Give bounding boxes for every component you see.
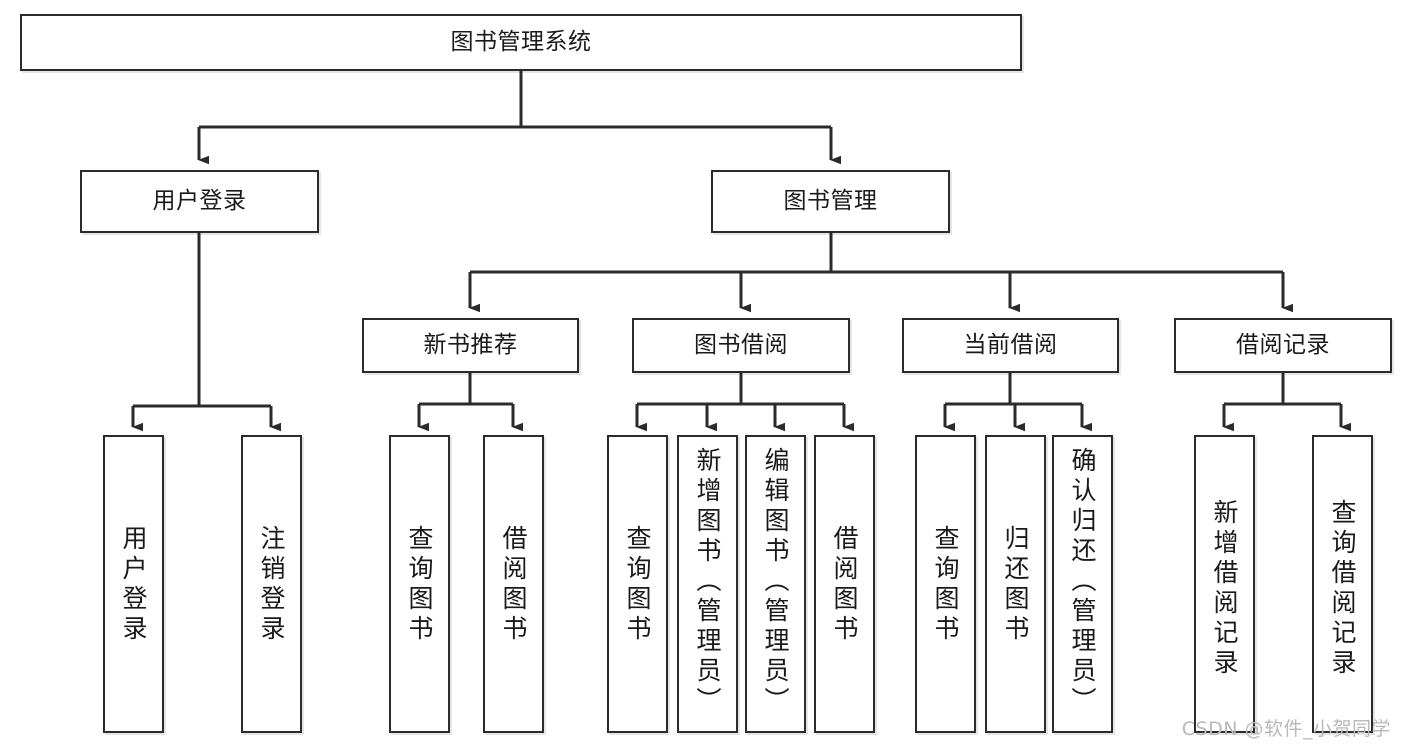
- leaf-add-record-label: 新增借阅记录: [1210, 499, 1239, 679]
- watermark-text: CSDN @软件_小贺同学: [1181, 718, 1391, 740]
- leaf-query-book-1[interactable]: 查询图书: [389, 435, 450, 733]
- leaf-return-book-label: 归还图书: [1001, 525, 1030, 645]
- node-user-login-label: 用户登录: [152, 187, 247, 214]
- leaf-add-record[interactable]: 新增借阅记录: [1194, 435, 1255, 733]
- leaf-borrow-book-1-label: 借阅图书: [499, 525, 528, 645]
- leaf-user-login[interactable]: 用户登录: [103, 435, 164, 733]
- leaf-query-book-3-label: 查询图书: [931, 525, 960, 645]
- node-root[interactable]: 图书管理系统: [20, 14, 1022, 71]
- leaf-query-record[interactable]: 查询借阅记录: [1312, 435, 1373, 733]
- node-borrow-record[interactable]: 借阅记录: [1174, 318, 1392, 373]
- leaf-add-book-label: 新增图书（管理员）: [693, 447, 722, 717]
- leaf-edit-book[interactable]: 编辑图书（管理员）: [745, 435, 806, 733]
- leaf-user-login-label: 用户登录: [119, 525, 148, 645]
- node-current-borrow-label: 当前借阅: [963, 331, 1058, 358]
- leaf-add-book[interactable]: 新增图书（管理员）: [677, 435, 738, 733]
- node-current-borrow[interactable]: 当前借阅: [902, 318, 1119, 373]
- leaf-logout-label: 注销登录: [257, 525, 286, 645]
- node-user-login[interactable]: 用户登录: [80, 170, 319, 233]
- leaf-borrow-book-1[interactable]: 借阅图书: [483, 435, 544, 733]
- node-borrow-record-label: 借阅记录: [1236, 331, 1330, 358]
- leaf-confirm-return-label: 确认归还（管理员）: [1068, 447, 1097, 717]
- node-new-book-rec[interactable]: 新书推荐: [362, 318, 579, 373]
- leaf-borrow-book-2[interactable]: 借阅图书: [814, 435, 875, 733]
- leaf-logout[interactable]: 注销登录: [241, 435, 302, 733]
- leaf-return-book[interactable]: 归还图书: [985, 435, 1046, 733]
- leaf-query-record-label: 查询借阅记录: [1328, 499, 1357, 679]
- leaf-confirm-return[interactable]: 确认归还（管理员）: [1052, 435, 1113, 733]
- node-book-borrow-label: 图书借阅: [694, 331, 788, 358]
- node-book-manage-label: 图书管理: [783, 187, 878, 214]
- leaf-edit-book-label: 编辑图书（管理员）: [761, 447, 790, 717]
- node-new-book-rec-label: 新书推荐: [423, 331, 518, 358]
- leaf-query-book-1-label: 查询图书: [405, 525, 434, 645]
- node-root-label: 图书管理系统: [450, 28, 592, 55]
- leaf-query-book-3[interactable]: 查询图书: [915, 435, 976, 733]
- node-book-manage[interactable]: 图书管理: [711, 170, 950, 233]
- leaf-borrow-book-2-label: 借阅图书: [830, 525, 859, 645]
- node-book-borrow[interactable]: 图书借阅: [632, 318, 850, 373]
- leaf-query-book-2[interactable]: 查询图书: [607, 435, 668, 733]
- leaf-query-book-2-label: 查询图书: [623, 525, 652, 645]
